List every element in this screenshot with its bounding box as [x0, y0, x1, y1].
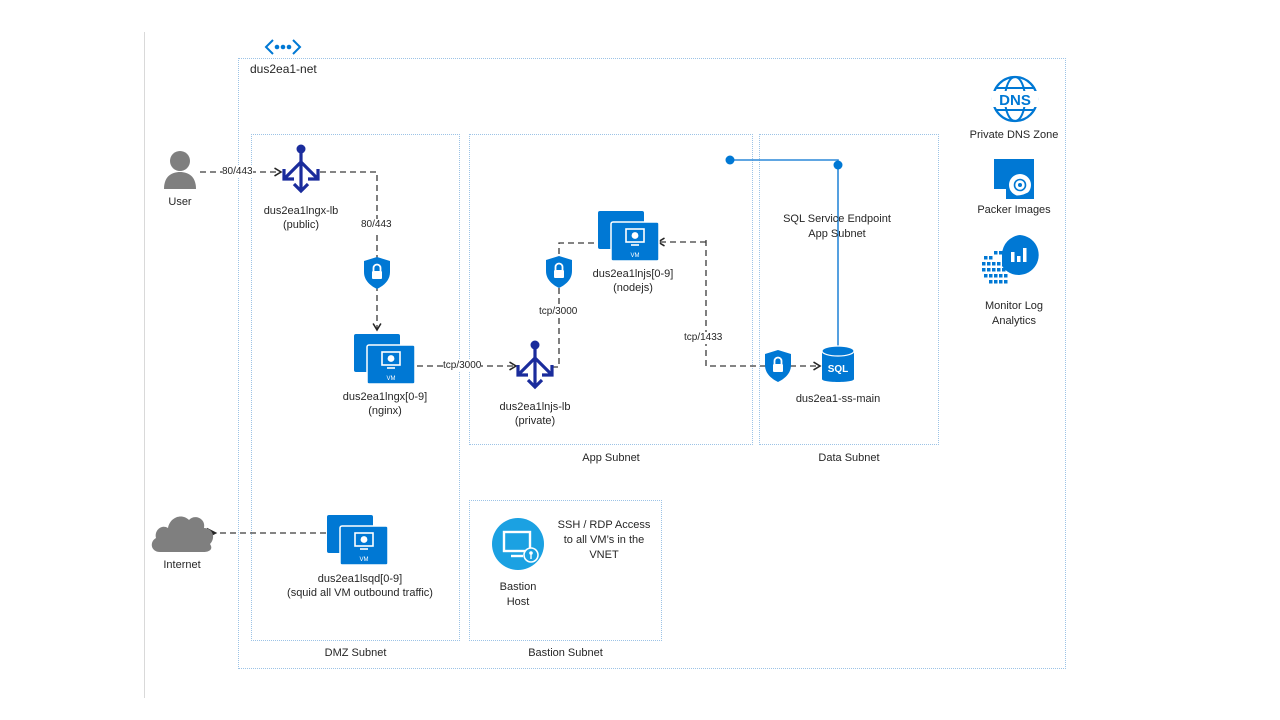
squid-vm-sublabel: (squid all VM outbound traffic): [287, 587, 433, 599]
sql-endpoint-note-line2: App Subnet: [808, 228, 866, 240]
vm-badge: VM: [360, 557, 369, 563]
vnet-boundary: [238, 58, 1066, 669]
edge-label-user-to-lb: 80/443: [222, 166, 253, 178]
squid-vm-label: dus2ea1lsqd[0-9]: [317, 573, 403, 585]
bastion-note-line2: to all VM’s in the: [563, 534, 645, 546]
vnet-name: dus2ea1-net: [250, 62, 317, 76]
vm-scale-set-icon[interactable]: VM: [353, 333, 417, 385]
dns-icon[interactable]: DNS: [990, 75, 1040, 123]
nginx-vm-label: dus2ea1lngx[0-9]: [342, 391, 428, 403]
bastion-icon[interactable]: [491, 517, 547, 573]
service-label-log-analytics-line2: Analytics: [991, 315, 1037, 327]
dmz-subnet-label: DMZ Subnet: [324, 647, 387, 659]
sql-endpoint-note-line1: SQL Service Endpoint: [783, 213, 891, 225]
bastion-note-line1: SSH / RDP Access: [557, 519, 651, 531]
bastion-note-line3: VNET: [589, 549, 619, 561]
disk-image-icon[interactable]: [994, 159, 1034, 199]
edge-label-njslb-to-nodejs: tcp/3000: [539, 306, 578, 318]
edge-label-nginx-to-njslb: tcp/3000: [443, 360, 482, 372]
nginx-lb-sublabel: (public): [282, 219, 320, 231]
nodejs-lb-sublabel: (private): [514, 415, 556, 427]
vm-badge: VM: [387, 376, 396, 382]
vm-scale-set-icon[interactable]: VM: [597, 210, 661, 262]
nodejs-vm-label: dus2ea1lnjs[0-9]: [592, 268, 674, 280]
nsg-shield-icon: [546, 256, 572, 288]
app-subnet-label: App Subnet: [582, 452, 640, 464]
vm-scale-set-icon[interactable]: VM: [326, 514, 390, 566]
user-label: User: [168, 196, 192, 208]
service-label-dns: Private DNS Zone: [969, 129, 1059, 141]
edge-label-sql-to-nodejs: tcp/1433: [684, 332, 723, 344]
bastion-sublabel: Host: [506, 596, 530, 608]
virtual-network-icon: [264, 39, 302, 55]
data-subnet-label: Data Subnet: [818, 452, 880, 464]
bastion-label: Bastion: [499, 581, 537, 593]
log-analytics-icon[interactable]: [980, 234, 1042, 292]
load-balancer-icon[interactable]: [280, 144, 322, 196]
user-icon[interactable]: [162, 150, 198, 190]
load-balancer-icon[interactable]: [514, 340, 556, 392]
page-left-rule: [144, 32, 145, 698]
nginx-lb-label: dus2ea1lngx-lb: [263, 205, 339, 217]
sql-label: dus2ea1-ss-main: [795, 393, 881, 405]
dns-badge: DNS: [999, 92, 1031, 109]
nsg-shield-icon: [765, 350, 791, 382]
service-label-log-analytics-line1: Monitor Log: [984, 300, 1044, 312]
nsg-shield-icon: [364, 257, 390, 289]
nodejs-vm-sublabel: (nodejs): [613, 282, 653, 294]
nodejs-lb-label: dus2ea1lnjs-lb: [499, 401, 571, 413]
sql-badge: SQL: [828, 364, 849, 375]
bastion-subnet-label: Bastion Subnet: [528, 647, 603, 659]
sql-database-icon[interactable]: SQL: [821, 345, 855, 385]
cloud-icon[interactable]: [148, 510, 216, 554]
vm-badge: VM: [631, 253, 640, 259]
nginx-vm-sublabel: (nginx): [368, 405, 402, 417]
service-label-packer: Packer Images: [977, 204, 1051, 216]
edge-label-lb-to-nginx: 80/443: [361, 219, 392, 231]
bastion-subnet: [469, 500, 662, 641]
internet-label: Internet: [163, 559, 201, 571]
dmz-subnet: [251, 134, 460, 641]
